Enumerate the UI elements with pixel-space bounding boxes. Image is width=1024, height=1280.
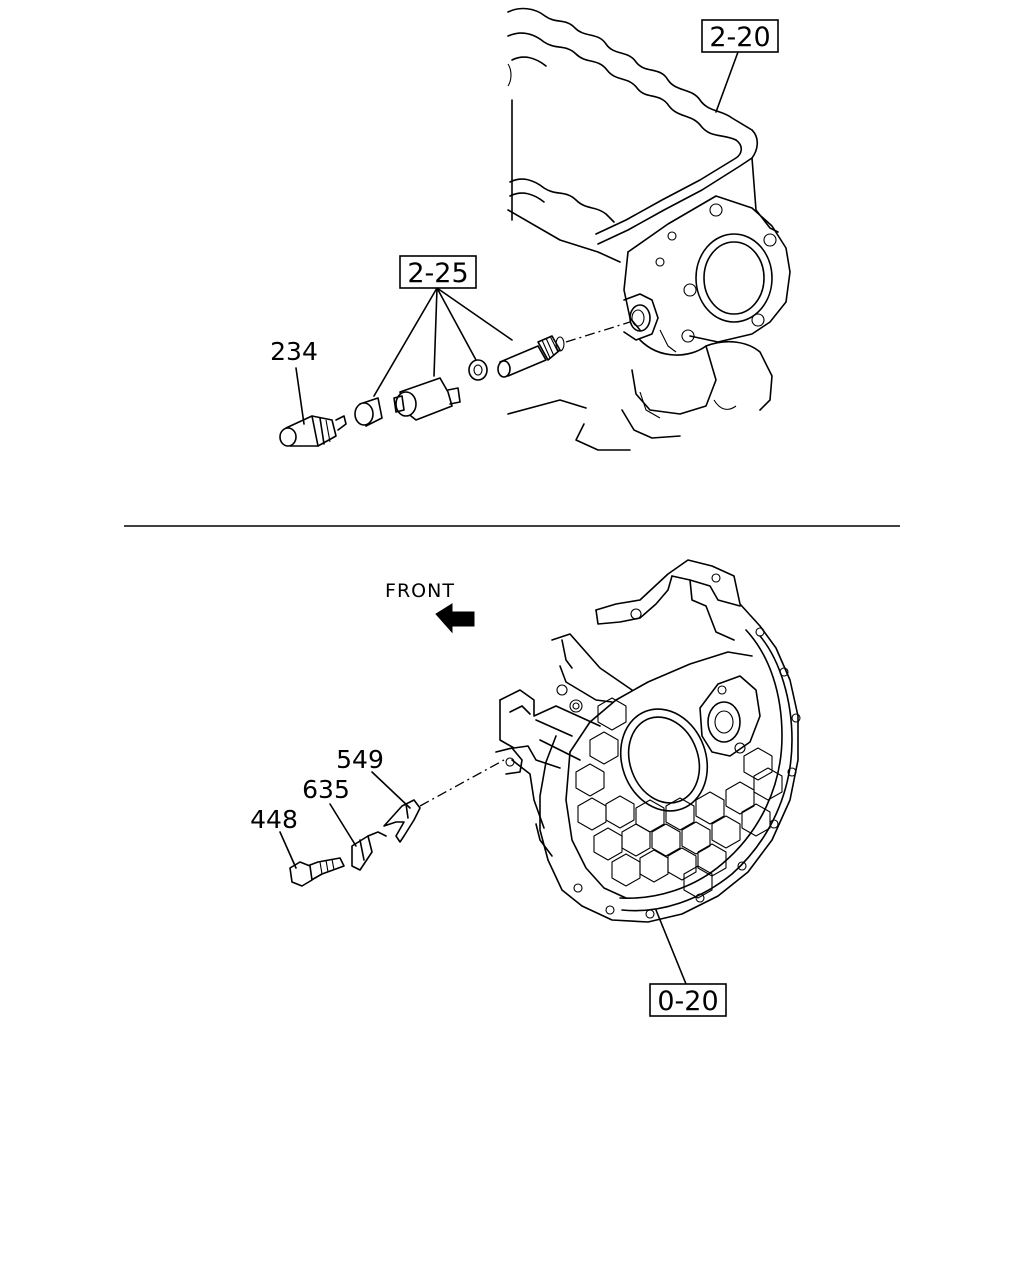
ref-box-2-25 <box>399 255 477 289</box>
leader-635 <box>329 803 357 847</box>
ref-box-0-20-label: 0-20 <box>657 986 718 1017</box>
leaders-2-25 <box>373 287 513 397</box>
part-number-448: 448 <box>250 805 298 834</box>
sensor-mount-parts <box>289 799 421 887</box>
leader-dashed-sensor <box>419 759 505 807</box>
leader-2-20 <box>715 51 739 113</box>
ref-box-2-20-label: 2-20 <box>709 22 770 53</box>
leader-549 <box>371 771 411 809</box>
honeycomb-ribs <box>575 697 783 899</box>
ref-box-2-20 <box>701 19 779 53</box>
transmission-case-illustration <box>507 7 791 451</box>
flywheel-housing-illustration <box>495 559 801 923</box>
leader-dashed-speedo <box>565 321 631 343</box>
leader-234 <box>295 367 305 425</box>
part-number-234: 234 <box>270 337 318 366</box>
part-number-549: 549 <box>336 745 384 774</box>
leader-0-20 <box>655 909 687 985</box>
ref-box-0-20 <box>649 983 727 1017</box>
front-arrow-icon <box>435 603 475 634</box>
speedometer-sensor-parts <box>279 335 565 447</box>
part-number-635: 635 <box>302 775 350 804</box>
leader-448 <box>279 831 297 869</box>
ref-box-2-25-label: 2-25 <box>407 258 468 289</box>
front-direction-label: FRONT <box>385 580 455 602</box>
